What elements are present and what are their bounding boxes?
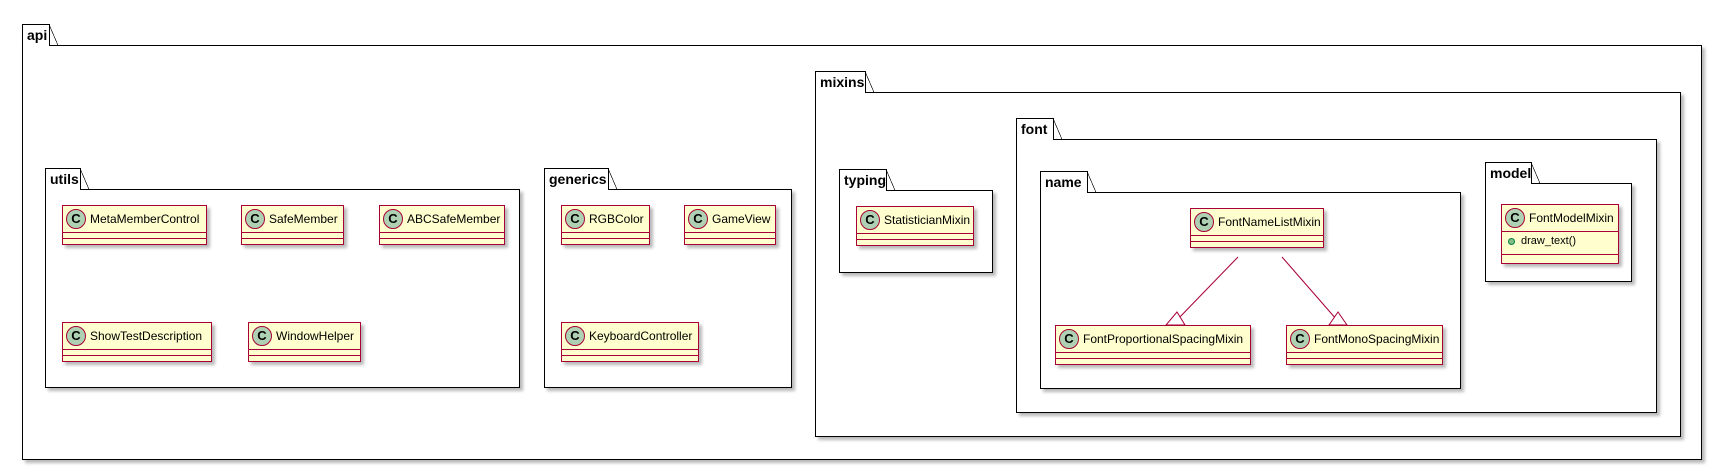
class-name: FontNameListMixin [1218, 215, 1321, 229]
public-method-icon [1508, 237, 1515, 245]
class-meta-member-control[interactable]: C MetaMemberControl [62, 205, 207, 245]
class-divider [1502, 254, 1618, 255]
class-icon: C [66, 326, 86, 346]
class-game-view[interactable]: C GameView [684, 205, 776, 245]
package-mixins-label: mixins [815, 71, 874, 93]
class-icon: C [383, 209, 403, 229]
class-name: MetaMemberControl [90, 212, 200, 226]
class-statistician-mixin[interactable]: C StatisticianMixin [856, 206, 974, 246]
class-divider [685, 238, 775, 239]
class-member-draw-text: draw_text() [1508, 235, 1576, 247]
class-font-model-mixin[interactable]: C FontModelMixin draw_text() [1501, 204, 1619, 264]
package-api-label: api [22, 24, 58, 46]
package-model-label: model [1485, 162, 1540, 184]
class-icon: C [1059, 329, 1079, 349]
class-safe-member[interactable]: C SafeMember [241, 205, 344, 245]
inheritance-line-proportional [1175, 256, 1239, 322]
class-divider [1191, 241, 1323, 242]
class-name: FontProportionalSpacingMixin [1083, 332, 1244, 346]
class-icon: C [1290, 329, 1310, 349]
class-name: StatisticianMixin [884, 213, 971, 227]
member-label: draw_text() [1521, 235, 1577, 247]
class-divider [562, 355, 698, 356]
class-icon: C [252, 326, 272, 346]
class-font-proportional-spacing-mixin[interactable]: C FontProportionalSpacingMixin [1055, 325, 1251, 365]
class-name: WindowHelper [276, 329, 355, 343]
class-name: FontMonoSpacingMixin [1314, 332, 1440, 346]
package-generics-label: generics [544, 168, 617, 190]
class-rgb-color[interactable]: C RGBColor [561, 205, 650, 245]
class-name: SafeMember [269, 212, 338, 226]
class-divider [63, 355, 211, 356]
class-window-helper[interactable]: C WindowHelper [248, 322, 361, 362]
class-name: ABCSafeMember [407, 212, 501, 226]
class-icon: C [1505, 208, 1525, 228]
class-icon: C [245, 209, 265, 229]
class-divider [562, 238, 649, 239]
class-show-test-description[interactable]: C ShowTestDescription [62, 322, 212, 362]
class-name: GameView [712, 212, 771, 226]
class-divider [1287, 358, 1442, 359]
class-icon: C [860, 210, 880, 230]
class-keyboard-controller[interactable]: C KeyboardController [561, 322, 699, 362]
class-icon: C [565, 326, 585, 346]
class-name: FontModelMixin [1529, 211, 1614, 225]
class-name: KeyboardController [589, 329, 693, 343]
class-divider [242, 238, 343, 239]
class-name: ShowTestDescription [90, 329, 203, 343]
class-icon: C [565, 209, 585, 229]
class-divider [857, 239, 973, 240]
package-typing-label: typing [839, 169, 895, 191]
package-utils-label: utils [45, 168, 89, 190]
package-font-label: font [1016, 118, 1062, 140]
class-font-name-list-mixin[interactable]: C FontNameListMixin [1190, 208, 1324, 248]
class-font-mono-spacing-mixin[interactable]: C FontMonoSpacingMixin [1286, 325, 1443, 365]
class-divider [1056, 358, 1250, 359]
class-icon: C [66, 209, 86, 229]
package-name-label: name [1040, 171, 1096, 193]
class-name: RGBColor [589, 212, 644, 226]
inheritance-line-mono [1281, 256, 1338, 321]
class-icon: C [1194, 212, 1214, 232]
class-divider [63, 238, 206, 239]
class-divider [249, 355, 360, 356]
class-icon: C [688, 209, 708, 229]
class-divider [380, 238, 504, 239]
class-abc-safe-member[interactable]: C ABCSafeMember [379, 205, 505, 245]
